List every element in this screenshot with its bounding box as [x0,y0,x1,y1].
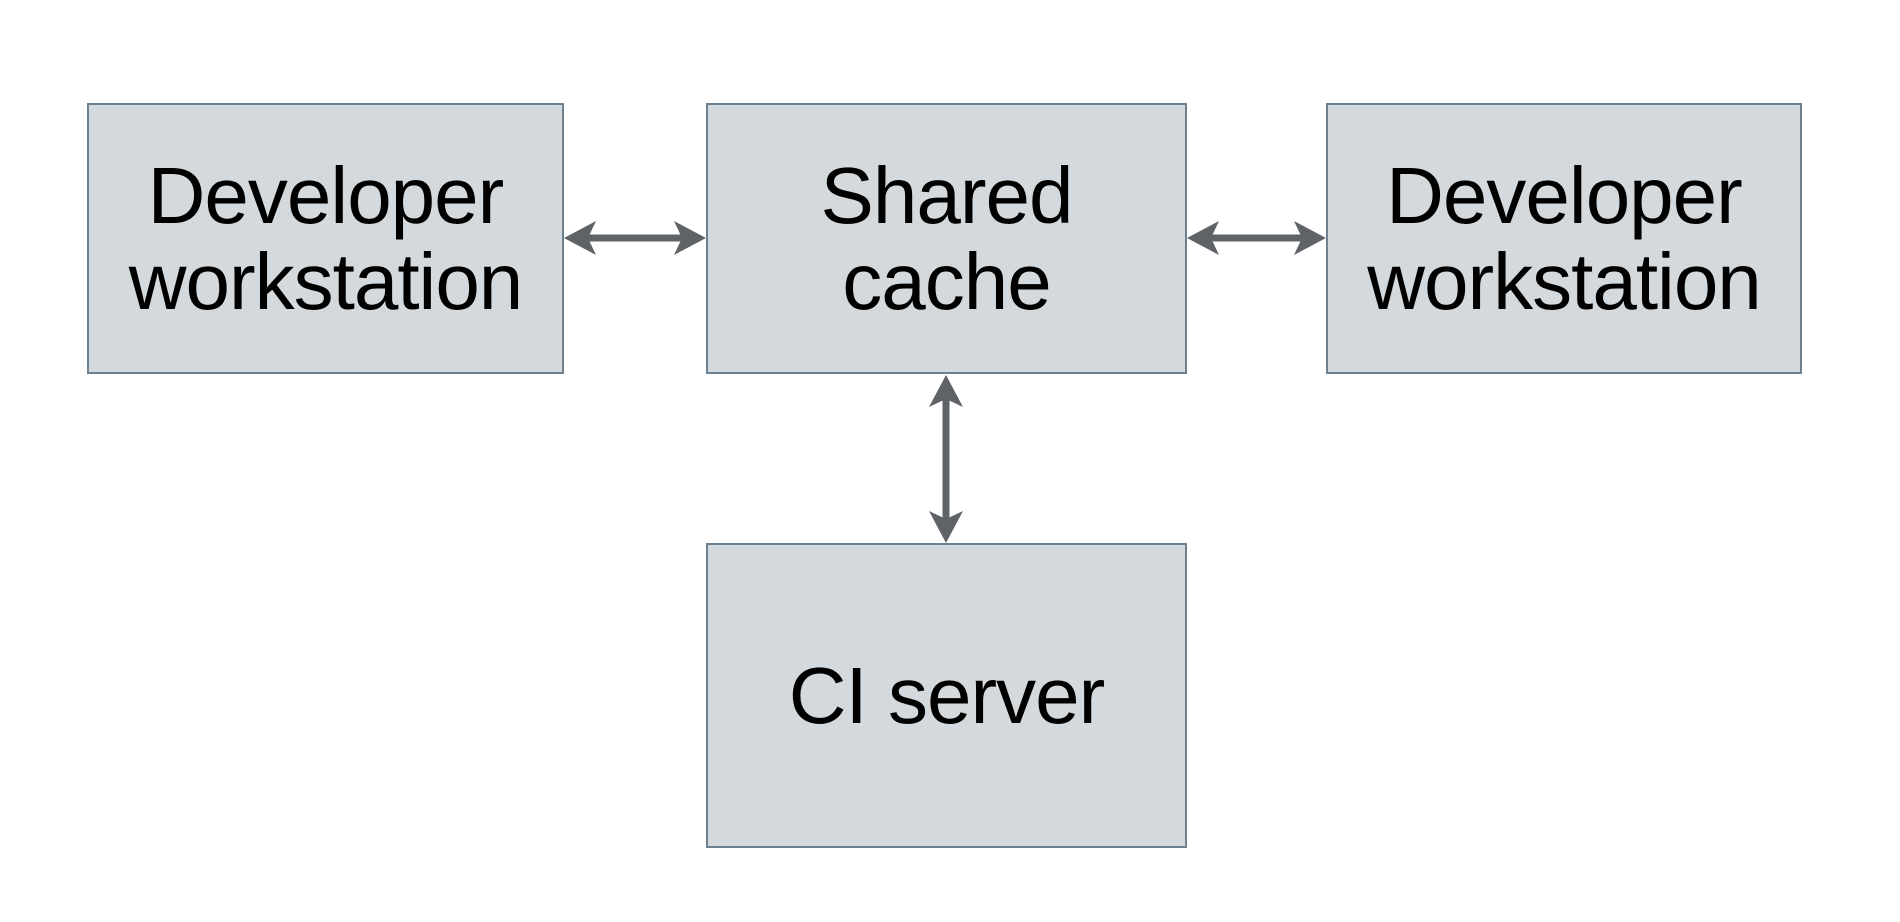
double-headed-arrow-cache-devright [1187,216,1326,260]
node-developer-workstation-left: Developer workstation [87,103,564,374]
double-headed-arrow-devleft-cache [564,216,706,260]
node-developer-workstation-right: Developer workstation [1326,103,1802,374]
node-ci-server: CI server [706,543,1187,848]
double-headed-arrow-cache-ci [924,375,968,543]
node-shared-cache: Shared cache [706,103,1187,374]
